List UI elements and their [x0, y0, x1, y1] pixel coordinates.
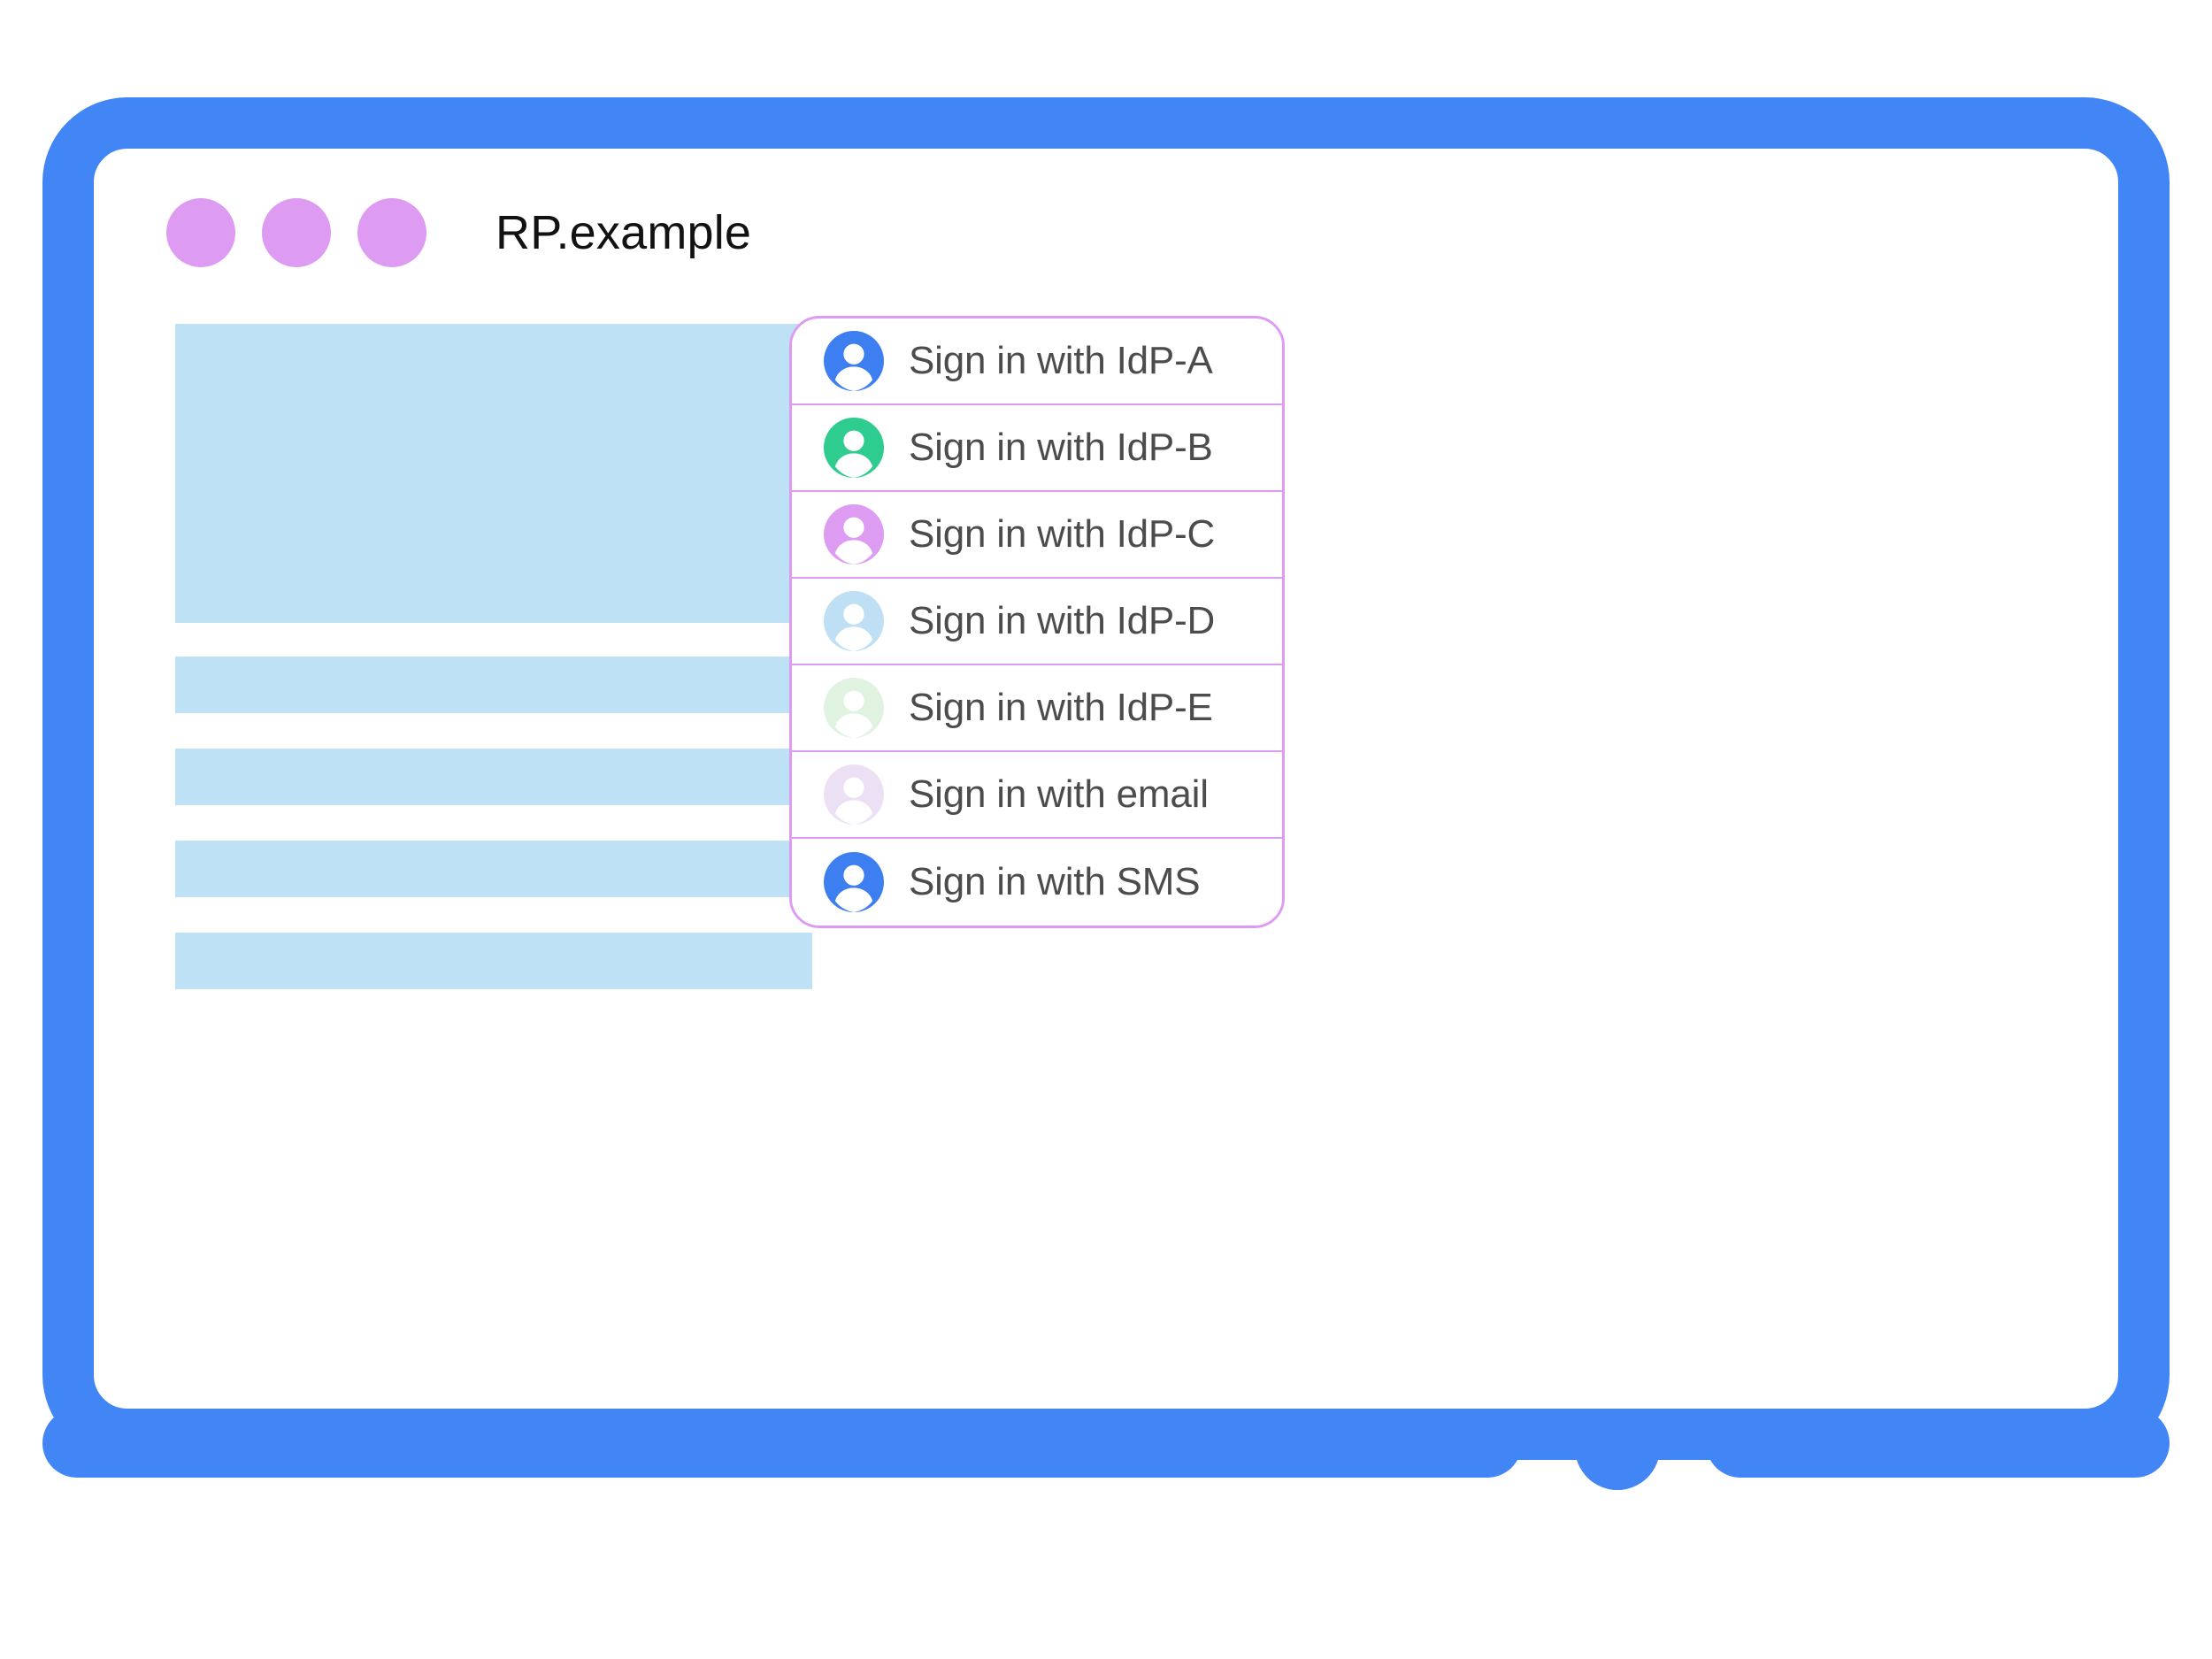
- idp-row[interactable]: Sign in with IdP-A: [792, 319, 1282, 405]
- account-avatar-icon: [824, 504, 884, 565]
- idp-label: Sign in with IdP-D: [909, 599, 1216, 642]
- account-chooser-panel: Sign in with IdP-A Sign in with IdP-B Sign…: [789, 316, 1285, 928]
- placeholder-bar-2: [175, 749, 812, 805]
- idp-label: Sign in with IdP-E: [909, 686, 1213, 729]
- account-avatar-icon: [824, 764, 884, 825]
- idp-row[interactable]: Sign in with IdP-D: [792, 579, 1282, 665]
- device-chin-right: [1706, 1409, 2170, 1478]
- idp-row[interactable]: Sign in with IdP-C: [792, 492, 1282, 579]
- idp-label: Sign in with IdP-A: [909, 339, 1213, 382]
- window-dot-minimize-icon[interactable]: [262, 198, 331, 267]
- home-button[interactable]: [1575, 1405, 1660, 1490]
- account-avatar-icon: [824, 418, 884, 478]
- account-avatar-icon: [824, 591, 884, 651]
- account-avatar-icon: [824, 678, 884, 738]
- placeholder-bar-1: [175, 657, 812, 713]
- account-avatar-icon: [824, 331, 884, 391]
- browser-titlebar: RP.example: [94, 149, 2118, 317]
- page-content-placeholder: [175, 324, 812, 989]
- account-avatar-icon: [824, 852, 884, 912]
- page-title: RP.example: [495, 206, 752, 259]
- window-dot-maximize-icon[interactable]: [357, 198, 426, 267]
- idp-row[interactable]: Sign in with email: [792, 752, 1282, 839]
- placeholder-bar-3: [175, 841, 812, 897]
- device-chin-left: [42, 1409, 1522, 1478]
- placeholder-bar-4: [175, 933, 812, 989]
- idp-row[interactable]: Sign in with SMS: [792, 839, 1282, 926]
- idp-label: Sign in with IdP-B: [909, 426, 1213, 469]
- placeholder-hero-block: [175, 324, 812, 623]
- window-control-dots: [166, 198, 426, 267]
- idp-label: Sign in with email: [909, 772, 1209, 816]
- idp-label: Sign in with IdP-C: [909, 512, 1216, 556]
- idp-row[interactable]: Sign in with IdP-B: [792, 405, 1282, 492]
- idp-row[interactable]: Sign in with IdP-E: [792, 665, 1282, 752]
- window-dot-close-icon[interactable]: [166, 198, 235, 267]
- idp-label: Sign in with SMS: [909, 860, 1201, 903]
